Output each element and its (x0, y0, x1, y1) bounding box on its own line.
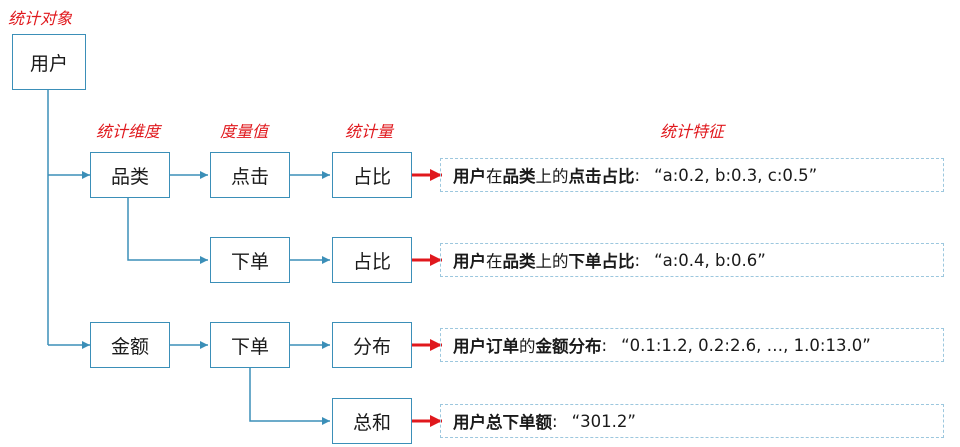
feature-text: 下单占比 (568, 252, 635, 271)
node-ratio-1: 占比 (332, 152, 412, 198)
header-stat: 统计量 (345, 122, 394, 141)
feature-text: : (552, 411, 558, 431)
header-measure: 度量值 (220, 122, 269, 141)
connector-category-order (127, 198, 208, 264)
feature-text: 品类 (502, 167, 536, 186)
node-label: 分布 (352, 335, 391, 358)
node-label: 总和 (352, 411, 391, 434)
node-label: 品类 (110, 165, 149, 188)
connector-order-sum (249, 368, 330, 425)
feature-value: “a:0.4, b:0.6” (654, 250, 766, 270)
feature-text: 用户 (453, 252, 486, 271)
node-label: 下单 (230, 335, 269, 358)
feature-text: 品类 (502, 252, 536, 271)
feature-4: 用户总下单额: “301.2” (440, 404, 944, 438)
feature-1: 用户在品类上的点击占比: “a:0.2, b:0.3, c:0.5” (440, 158, 944, 192)
feature-value: “301.2” (571, 411, 636, 431)
header-object: 统计对象 (8, 9, 73, 28)
node-order-2: 下单 (210, 322, 290, 368)
node-label: 金额 (110, 335, 149, 358)
node-click: 点击 (210, 152, 290, 198)
feature-3: 用户订单的金额分布: “0.1:1.2, 0.2:2.6, …, 1.0:13.… (440, 328, 944, 362)
feature-value: “a:0.2, b:0.3, c:0.5” (654, 165, 818, 185)
node-amount: 金额 (90, 322, 170, 368)
feature-text: 金额分布 (535, 337, 602, 356)
node-label: 点击 (230, 165, 269, 188)
feature-text: : (634, 165, 641, 185)
feature-text: 在 (486, 167, 503, 186)
feature-text: 用户 (453, 167, 486, 186)
feature-text: 在 (486, 252, 503, 271)
node-label: 占比 (352, 165, 391, 188)
node-label: 占比 (352, 250, 391, 273)
node-order-1: 下单 (210, 237, 290, 283)
feature-text: 的 (519, 337, 536, 356)
feature-text: 上的 (535, 252, 569, 271)
feature-text: 点击占比 (568, 167, 635, 186)
header-feature: 统计特征 (660, 122, 725, 141)
node-label: 用户 (29, 52, 68, 75)
feature-text: 用户总下单额 (453, 413, 552, 432)
node-label: 下单 (230, 250, 269, 273)
node-category: 品类 (90, 152, 170, 198)
node-distribution: 分布 (332, 322, 412, 368)
feature-2: 用户在品类上的下单占比: “a:0.4, b:0.6” (440, 243, 944, 277)
node-ratio-2: 占比 (332, 237, 412, 283)
feature-value: “0.1:1.2, 0.2:2.6, …, 1.0:13.0” (621, 335, 871, 355)
feature-text: : (634, 250, 641, 270)
feature-text: 上的 (535, 167, 569, 186)
node-sum: 总和 (332, 398, 412, 444)
node-user: 用户 (12, 34, 86, 90)
header-dimension: 统计维度 (96, 122, 161, 141)
feature-text: 用户订单 (453, 337, 519, 356)
feature-text: : (601, 335, 608, 355)
